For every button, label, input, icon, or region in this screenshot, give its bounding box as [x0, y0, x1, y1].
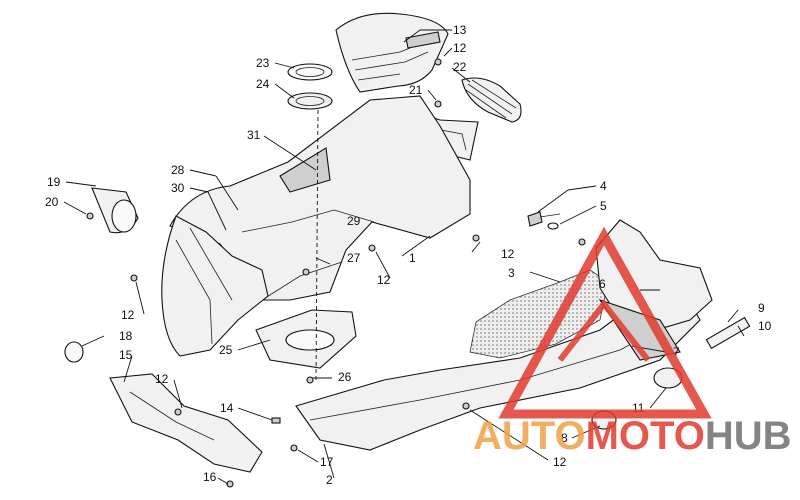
callout-26: 26 [338, 370, 352, 384]
callout-25: 25 [219, 343, 233, 357]
callout-12: 12 [501, 247, 515, 261]
callout-28: 28 [171, 163, 185, 177]
front-bumper [109, 373, 263, 473]
callout-12: 12 [155, 372, 169, 386]
callout-21: 21 [409, 83, 423, 97]
callout-22: 22 [453, 60, 467, 74]
callout-13: 13 [453, 23, 467, 37]
callout-12: 12 [121, 308, 135, 322]
intake-funnel [91, 187, 139, 234]
console-cover [335, 12, 449, 93]
watermark-auto: AUTO [473, 414, 586, 458]
left-side-panel [161, 215, 269, 357]
callout-18: 18 [119, 329, 133, 343]
callout-16: 16 [203, 470, 217, 484]
callout-24: 24 [256, 77, 270, 91]
callout-5: 5 [600, 199, 607, 213]
watermark-triangle-icon [498, 226, 712, 419]
callout-2: 2 [326, 473, 333, 487]
callout-30: 30 [171, 181, 185, 195]
callout-27: 27 [347, 251, 361, 265]
callout-12: 12 [377, 273, 391, 287]
callout-12: 12 [553, 455, 567, 469]
pivot-pin [705, 316, 751, 350]
bolt-and-washer [527, 211, 561, 230]
parts-group [64, 12, 751, 488]
lower-tray [255, 309, 357, 369]
callout-19: 19 [47, 175, 61, 189]
callout-6: 6 [599, 277, 606, 291]
fasteners [86, 58, 586, 488]
watermark: AUTOMOTOHUB [473, 226, 792, 458]
frame-rail [595, 219, 713, 361]
gauge-rings [287, 63, 333, 110]
callout-12: 12 [453, 41, 467, 55]
svg-text:AUTOMOTOHUB: AUTOMOTOHUB [473, 414, 792, 458]
callout-4: 4 [600, 179, 607, 193]
callout-23: 23 [256, 56, 270, 70]
callout-1: 1 [409, 251, 416, 265]
seal-ring [64, 341, 84, 363]
leader-lines [63, 29, 745, 485]
callout-7: 7 [673, 345, 680, 359]
callout-8: 8 [561, 431, 568, 445]
callout-labels: 13 12 22 23 24 21 31 28 30 19 20 4 5 29 … [45, 23, 772, 487]
callout-3: 3 [508, 266, 515, 280]
callout-14: 14 [220, 401, 234, 415]
callout-20: 20 [45, 195, 59, 209]
callout-9: 9 [758, 301, 765, 315]
watermark-hub: HUB [705, 414, 792, 458]
callout-31: 31 [247, 128, 261, 142]
callout-29: 29 [347, 214, 361, 228]
callout-17: 17 [320, 455, 334, 469]
vent-grille [461, 77, 522, 123]
watermark-moto: MOTO [586, 414, 705, 458]
callout-10: 10 [758, 319, 772, 333]
callout-15: 15 [119, 348, 133, 362]
